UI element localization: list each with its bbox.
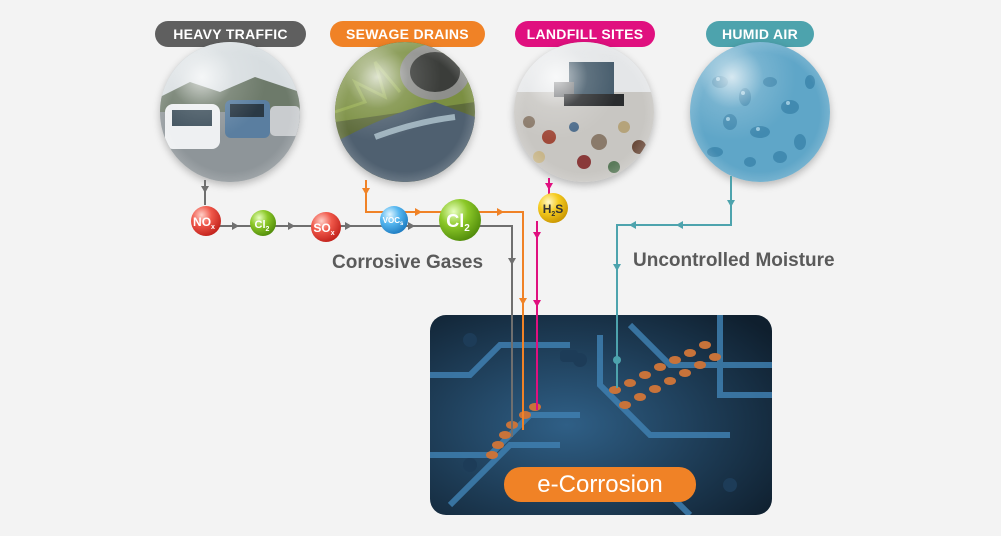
humid-air-wire (616, 176, 732, 388)
svg-text:SOx: SOx (313, 221, 334, 237)
svg-text:Cl2: Cl2 (255, 219, 270, 233)
gas-h2s-icon: H2S (538, 193, 568, 223)
gas-cl2-large-icon: Cl2 (439, 199, 481, 241)
gas-vocs-icon: VOCs (380, 206, 408, 234)
corrosive-gases-label: Corrosive Gases (332, 252, 484, 273)
sewage-photo-icon (335, 42, 475, 182)
e-corrosion-label: e-Corrosion (504, 467, 696, 502)
gas-cl2-small-icon: Cl2 (250, 210, 276, 236)
svg-text:Cl2: Cl2 (446, 211, 470, 234)
gas-nox-icon: NOx (191, 206, 221, 236)
svg-text:H2S: H2S (543, 202, 564, 218)
uncontrolled-moisture-label: Uncontrolled Moisture (633, 250, 835, 271)
humid-air-photo-icon (690, 42, 830, 182)
svg-text:VOCs: VOCs (383, 216, 404, 227)
gas-sox-icon: SOx (311, 212, 341, 242)
svg-text:NOx: NOx (193, 215, 215, 231)
